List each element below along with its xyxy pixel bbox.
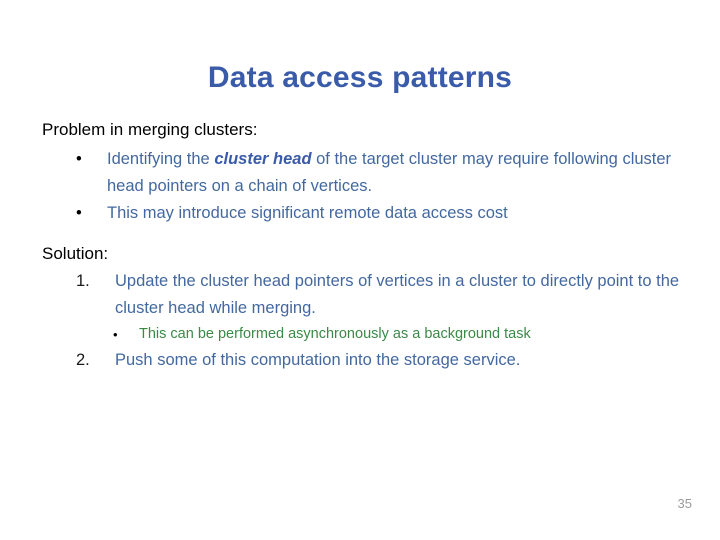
- bullet-marker-icon: •: [113, 327, 118, 342]
- bullet-text-leading: This may introduce significant remote da…: [107, 204, 508, 222]
- numbered-text: Update the cluster head pointers of vert…: [115, 272, 680, 317]
- slide-body: Problem in merging clusters: • Identifyi…: [0, 118, 720, 374]
- solution-sub-bullet-list: • This can be performed asynchronously a…: [0, 322, 720, 347]
- list-item: 2. Push some of this computation into th…: [0, 347, 720, 374]
- problem-bullet-list: • Identifying the cluster head of the ta…: [0, 146, 720, 227]
- bullet-text-leading: Identifying the: [107, 150, 215, 168]
- slide-number: 35: [677, 496, 692, 511]
- bullet-marker-icon: •: [76, 204, 82, 222]
- list-item: 1. Update the cluster head pointers of v…: [0, 268, 720, 322]
- list-item: • Identifying the cluster head of the ta…: [0, 146, 720, 200]
- list-item: • This can be performed asynchronously a…: [0, 322, 720, 347]
- section-heading-problem: Problem in merging clusters:: [42, 120, 258, 139]
- bullet-text-emphasis: cluster head: [214, 150, 312, 168]
- bullet-marker-icon: •: [76, 150, 82, 168]
- number-marker: 1.: [76, 272, 90, 290]
- solution-numbered-list: 1. Update the cluster head pointers of v…: [0, 268, 720, 374]
- list-item: • This may introduce significant remote …: [0, 200, 720, 227]
- bullet-text-trailing: of the target cluster may require follow…: [107, 150, 672, 195]
- section-heading-solution: Solution:: [42, 244, 109, 263]
- number-marker: 2.: [76, 351, 90, 369]
- page-title: Data access patterns: [207, 61, 513, 95]
- sub-bullet-text: This can be performed asynchronously as …: [139, 326, 531, 342]
- numbered-text: Push some of this computation into the s…: [115, 351, 521, 369]
